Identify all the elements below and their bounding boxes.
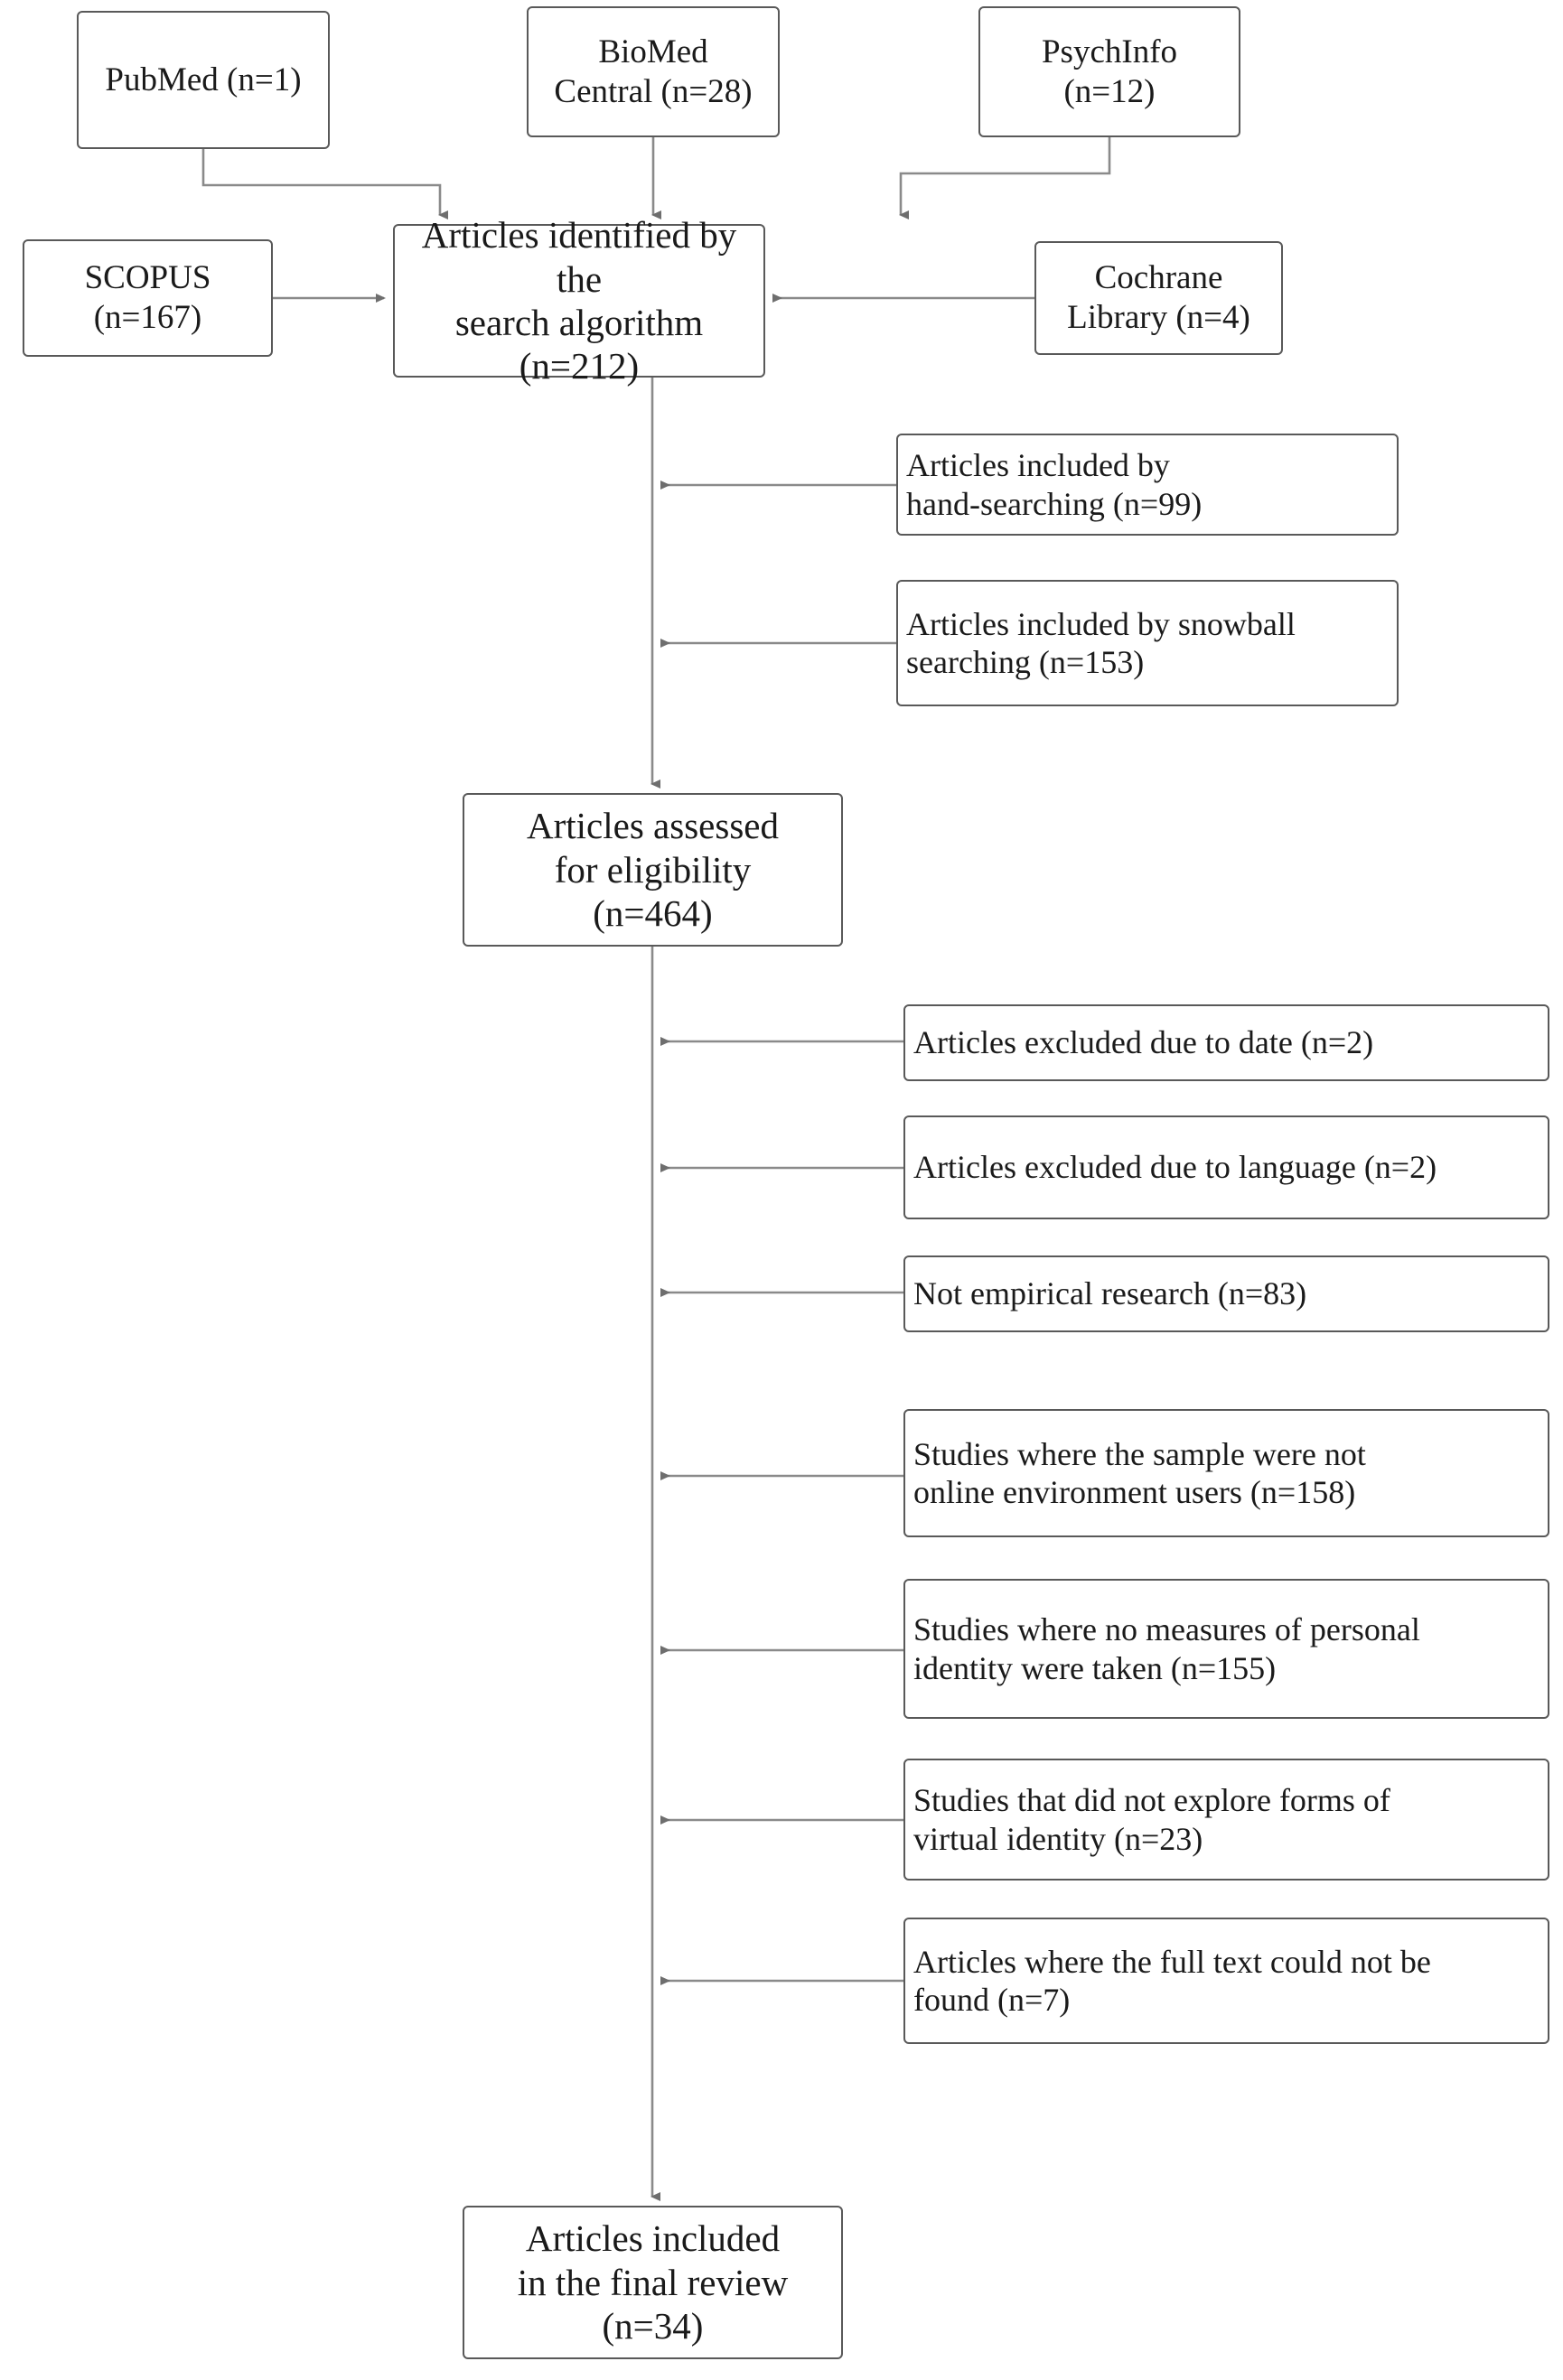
included-final-review-box[interactable]: Articles included in the final review (n… [463, 2206, 843, 2359]
addition-box-hand-searching[interactable]: Articles included by hand-searching (n=9… [896, 434, 1399, 536]
assessed-for-eligibility-box[interactable]: Articles assessed for eligibility (n=464… [463, 793, 843, 947]
exclusion-box-language[interactable]: Articles excluded due to language (n=2) [903, 1115, 1549, 1219]
identified-box-label: Articles identified by the search algori… [421, 214, 737, 387]
addition-box-snowball-searching[interactable]: Articles included by snowball searching … [896, 580, 1399, 706]
exclusion-box-no-identity-measures[interactable]: Studies where no measures of personal id… [903, 1579, 1549, 1719]
included-final-review-box-label: Articles included in the final review (n… [517, 2217, 789, 2347]
exclusion-box-date-label: Articles excluded due to date (n=2) [913, 1024, 1374, 1061]
source-box-scopus[interactable]: SCOPUS (n=167) [23, 239, 273, 357]
connector-psychinfo-to-identified [899, 137, 1111, 219]
addition-box-hand-searching-label: Articles included by hand-searching (n=9… [906, 447, 1203, 522]
exclusion-box-no-virtual-identity-label: Studies that did not explore forms of vi… [913, 1782, 1390, 1857]
source-box-scopus-label: SCOPUS (n=167) [84, 259, 211, 336]
exclusion-box-no-identity-measures-label: Studies where no measures of personal id… [913, 1611, 1420, 1686]
exclusion-box-not-empirical-label: Not empirical research (n=83) [913, 1275, 1307, 1312]
exclusion-box-full-text-not-found-label: Articles where the full text could not b… [913, 1943, 1431, 2018]
source-box-biomed-central-label: BioMed Central (n=28) [554, 33, 753, 110]
source-box-psychinfo[interactable]: PsychInfo (n=12) [978, 6, 1240, 137]
source-box-cochrane-library-label: Cochrane Library (n=4) [1067, 259, 1250, 336]
exclusion-box-date[interactable]: Articles excluded due to date (n=2) [903, 1004, 1549, 1081]
exclusion-box-language-label: Articles excluded due to language (n=2) [913, 1149, 1437, 1186]
exclusion-box-no-virtual-identity[interactable]: Studies that did not explore forms of vi… [903, 1759, 1549, 1881]
source-box-cochrane-library[interactable]: Cochrane Library (n=4) [1034, 241, 1283, 355]
exclusion-box-sample-not-online-users[interactable]: Studies where the sample were not online… [903, 1409, 1549, 1537]
source-box-pubmed[interactable]: PubMed (n=1) [77, 11, 330, 149]
identified-box[interactable]: Articles identified by the search algori… [393, 214, 765, 387]
exclusion-box-not-empirical[interactable]: Not empirical research (n=83) [903, 1255, 1549, 1332]
source-box-pubmed-label: PubMed (n=1) [105, 61, 302, 98]
addition-box-snowball-searching-label: Articles included by snowball searching … [906, 605, 1296, 680]
exclusion-box-full-text-not-found[interactable]: Articles where the full text could not b… [903, 1918, 1549, 2044]
assessed-for-eligibility-box-label: Articles assessed for eligibility (n=464… [527, 805, 779, 935]
source-box-psychinfo-label: PsychInfo (n=12) [1041, 33, 1178, 110]
exclusion-box-sample-not-online-users-label: Studies where the sample were not online… [913, 1435, 1366, 1510]
connector-pubmed-to-identified [201, 149, 448, 219]
source-box-biomed-central[interactable]: BioMed Central (n=28) [527, 6, 780, 137]
